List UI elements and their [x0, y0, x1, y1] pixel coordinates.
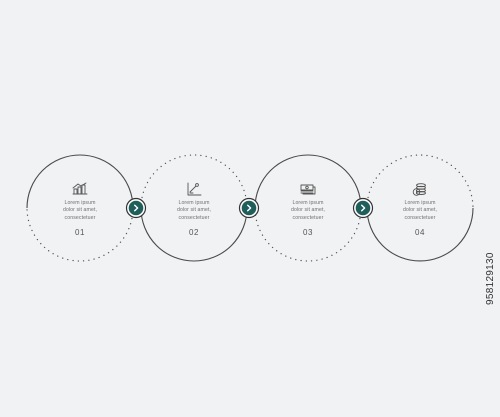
stock-id-watermark: 958129130 [485, 252, 496, 305]
connector-1 [125, 197, 147, 219]
step-3-line-2: dolor sit amet, [290, 207, 326, 214]
step-3-line-3: consectetuer [292, 214, 324, 221]
connector-3 [352, 197, 374, 219]
step-1-number: 01 [75, 228, 85, 237]
step-4-number: 04 [415, 228, 425, 237]
chevron-right-icon [134, 204, 139, 212]
step-4-line-2: dolor sit amet, [402, 207, 438, 214]
step-3-text: Lorem ipsum dolor sit amet, consectetuer [268, 200, 348, 222]
step-2-line-3: consectetuer [178, 214, 210, 221]
step-4-ring [366, 154, 474, 262]
step-2-line-1: Lorem ipsum [178, 200, 210, 206]
step-4-line-3: consectetuer [404, 214, 436, 221]
step-1-text: Lorem ipsum dolor sit amet, consectetuer [40, 200, 120, 222]
step-2-solid-arc [140, 207, 248, 262]
step-3-number: 03 [303, 228, 313, 237]
money-stack-icon [300, 184, 316, 195]
chevron-right-icon [361, 204, 366, 212]
building-chart-icon [72, 182, 88, 195]
step-2-text: Lorem ipsum dolor sit amet, consectetuer [154, 200, 234, 222]
step-3-line-1: Lorem ipsum [292, 200, 324, 206]
step-2-number: 02 [189, 228, 199, 237]
line-graph-icon [187, 182, 202, 196]
step-1-line-1: Lorem ipsum [64, 200, 96, 206]
connector-1-badge [128, 200, 144, 216]
step-1-ring [26, 154, 134, 262]
step-4-line-1: Lorem ipsum [404, 200, 436, 206]
step-1-solid-arc [26, 154, 134, 209]
connector-2-badge [241, 200, 257, 216]
connector-3-badge [355, 200, 371, 216]
step-1-line-3: consectetuer [64, 214, 96, 221]
step-4-text: Lorem ipsum dolor sit amet, consectetuer [380, 200, 460, 222]
step-3-ring [254, 154, 362, 262]
step-4-solid-arc [366, 207, 474, 262]
step-2-ring [140, 154, 248, 262]
step-2-line-2: dolor sit amet, [176, 207, 212, 214]
step-3-solid-arc [254, 154, 362, 209]
chevron-right-icon [247, 204, 252, 212]
connector-2 [238, 197, 260, 219]
step-1-line-2: dolor sit amet, [62, 207, 98, 214]
coins-icon [412, 183, 426, 196]
